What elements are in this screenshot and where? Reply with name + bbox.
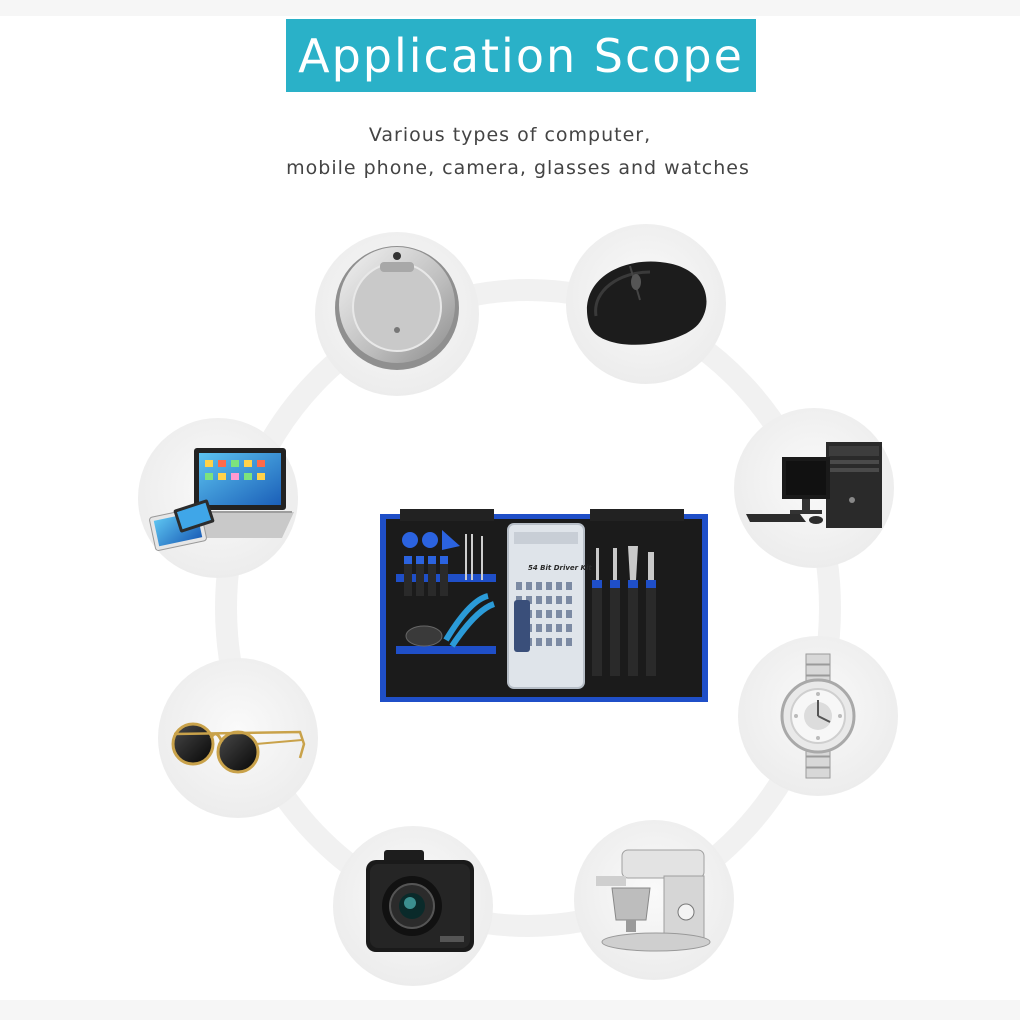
sunglasses-icon xyxy=(171,722,306,774)
stand-mixer-icon xyxy=(596,849,711,952)
tool-kit-item: 54 Bit Driver Kit xyxy=(380,509,708,702)
watch-item xyxy=(738,636,898,796)
connecting-ring xyxy=(215,279,841,937)
tool-kit-image: 54 Bit Driver Kit xyxy=(380,509,708,702)
page-title: Application Scope xyxy=(298,28,744,83)
desktop-item xyxy=(734,408,894,568)
bottom-strip xyxy=(0,1000,1020,1020)
desktop-computer-icon xyxy=(746,442,882,528)
subtitle-line-1: Various types of computer, xyxy=(368,124,652,146)
mouse-icon xyxy=(586,261,707,345)
sunglasses-item xyxy=(158,658,318,818)
top-strip xyxy=(0,0,1020,16)
mixer-circle xyxy=(574,820,734,980)
subtitle-line-2: mobile phone, camera, glasses and watche… xyxy=(286,157,750,179)
robot-vacuum-icon xyxy=(335,246,459,370)
kit-label: 54 Bit Driver Kit xyxy=(528,564,592,572)
laptop-icon xyxy=(149,448,294,551)
dashcam-item xyxy=(333,826,493,986)
wrist-watch-icon xyxy=(780,653,856,779)
robot-vacuum-item xyxy=(315,232,479,396)
mixer-item xyxy=(574,820,734,980)
laptop-item xyxy=(138,418,298,578)
dash-camera-icon xyxy=(366,850,474,952)
mouse-item xyxy=(566,224,726,384)
title-banner: Application Scope xyxy=(286,19,756,92)
